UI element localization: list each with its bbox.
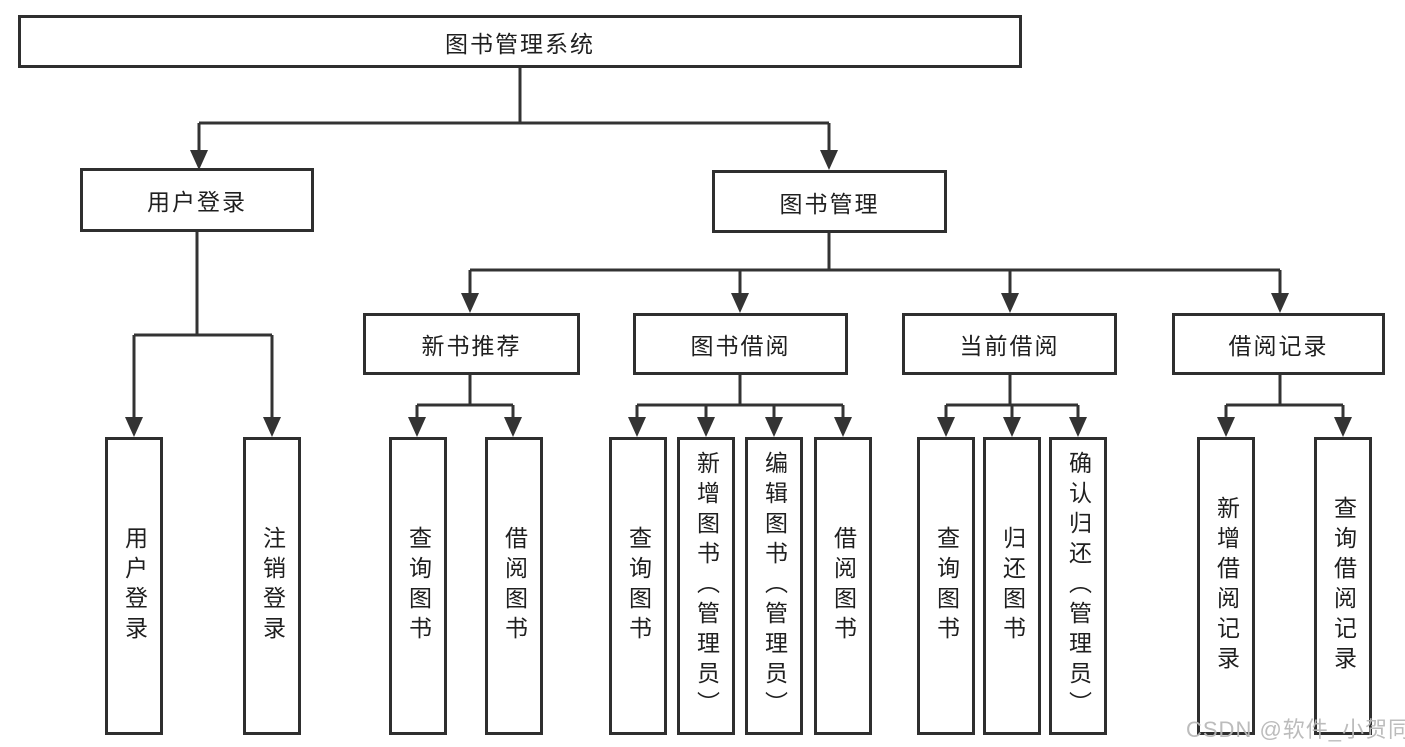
leaf-add-book-admin: 新增图书（管理员） [677, 437, 735, 735]
leaf-query-books-borrow-label: 查询图书 [625, 526, 652, 646]
leaf-borrow-books-borrow: 借阅图书 [814, 437, 872, 735]
node-borrowing-records: 借阅记录 [1172, 313, 1385, 375]
node-new-book-recommendation: 新书推荐 [363, 313, 580, 375]
node-current-borrowing: 当前借阅 [902, 313, 1117, 375]
leaf-query-borrow-record: 查询借阅记录 [1314, 437, 1372, 735]
node-root-library-system: 图书管理系统 [18, 15, 1022, 68]
csdn-watermark: CSDN @软件_小贺同学 [1186, 717, 1405, 742]
node-book-management: 图书管理 [712, 170, 947, 233]
leaf-confirm-return-admin: 确认归还（管理员） [1049, 437, 1107, 735]
leaf-add-borrow-record-label: 新增借阅记录 [1213, 496, 1240, 676]
node-book-borrowing: 图书借阅 [633, 313, 848, 375]
leaf-query-books-borrow: 查询图书 [609, 437, 667, 735]
leaf-borrow-books-recommend-label: 借阅图书 [501, 526, 528, 646]
leaf-borrow-books-borrow-label: 借阅图书 [830, 526, 857, 646]
leaf-query-books-current: 查询图书 [917, 437, 975, 735]
leaf-add-borrow-record: 新增借阅记录 [1197, 437, 1255, 735]
leaf-query-borrow-record-label: 查询借阅记录 [1330, 496, 1357, 676]
leaf-user-login-label: 用户登录 [121, 526, 148, 646]
leaf-confirm-return-admin-label: 确认归还（管理员） [1065, 451, 1092, 721]
node-user-login: 用户登录 [80, 168, 314, 232]
leaf-return-book: 归还图书 [983, 437, 1041, 735]
leaf-return-book-label: 归还图书 [999, 526, 1026, 646]
leaf-logout-label: 注销登录 [259, 526, 286, 646]
leaf-edit-book-admin-label: 编辑图书（管理员） [761, 451, 788, 721]
leaf-add-book-admin-label: 新增图书（管理员） [693, 451, 720, 721]
leaf-borrow-books-recommend: 借阅图书 [485, 437, 543, 735]
leaf-edit-book-admin: 编辑图书（管理员） [745, 437, 803, 735]
leaf-query-books-recommend: 查询图书 [389, 437, 447, 735]
leaf-query-books-current-label: 查询图书 [933, 526, 960, 646]
leaf-query-books-recommend-label: 查询图书 [405, 526, 432, 646]
leaf-logout: 注销登录 [243, 437, 301, 735]
leaf-user-login: 用户登录 [105, 437, 163, 735]
